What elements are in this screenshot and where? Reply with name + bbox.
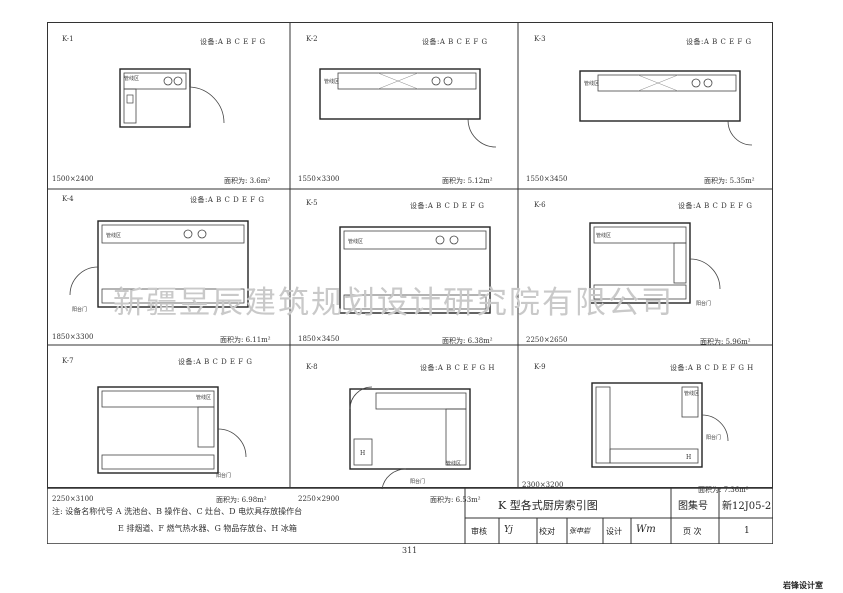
cell-k9-dimension: 2300×3200 [522,481,564,489]
cell-k3-area: 面积为: 5.35m² [704,177,755,185]
k2-pipe-tag: 管线区 [324,78,339,85]
review-label: 审核 [471,527,487,536]
cell-k6-area: 面积为: 5.96m² [700,338,751,346]
k1-pipe-tag: 管线区 [124,75,139,82]
drawing-sheet: K-1 设备:A B C E F G 1500×2400 面积为: 3.6m² … [47,22,773,504]
floor-plan-k9: H 管线区 阳台门 [591,382,729,468]
atlas-number: 新12J05-2 [722,501,772,512]
drawing-title: K 型各式厨房索引图 [498,499,598,512]
k8-balcony-door: 阳台门 [410,478,425,485]
cell-k2-label: K-2 [306,35,318,43]
cell-k6-equipment: 设备:A B C D E F G [678,202,753,210]
cell-k6-label: K-6 [534,201,546,209]
cell-k3-label: K-3 [534,35,546,43]
cell-k1-area: 面积为: 3.6m² [224,177,271,185]
k9-fridge: H [686,454,691,461]
review-signature: Yj [504,525,513,535]
k7-pipe-tag: 管线区 [196,394,211,401]
floor-plan-k4: 管线区 阳台门 [69,220,249,313]
title-block-frame [47,488,773,544]
cell-k8-equipment: 设备:A B C E F G H [420,364,495,372]
sheet-page-number: 311 [402,546,418,555]
k3-pipe-tag: 管线区 [584,80,599,87]
notes-line-1: 注: 设备名称代号 A 洗池台、B 操作台、C 灶台、D 电炊具存放操作台 [52,507,303,516]
notes-line-2: E 排烟道、F 燃气热水器、G 物品存放台、H 冰箱 [118,524,297,533]
design-label: 设计 [606,527,622,536]
cell-k5-equipment: 设备:A B C D E F G [410,202,485,210]
k9-balcony-door: 阳台门 [706,434,721,441]
cell-k1-dimension: 1500×2400 [52,175,94,183]
k9-pipe-tag: 管线区 [684,390,699,397]
cell-k4-dimension: 1850×3300 [52,333,94,341]
cell-k1-equipment: 设备:A B C E F G [200,38,266,46]
cell-k8-label: K-8 [306,363,318,371]
cell-k7-equipment: 设备:A B C D E F G [178,358,253,366]
cell-k7-dimension: 2250×3100 [52,495,94,503]
cell-k7-label: K-7 [62,357,74,365]
cell-k3-equipment: 设备:A B C E F G [686,38,752,46]
cell-k3-dimension: 1550×3450 [526,175,568,183]
floor-plan-k3: 管线区 [579,70,753,146]
cell-k4-label: K-4 [62,195,74,203]
cell-k9-label: K-9 [534,363,546,371]
k4-pipe-tag: 管线区 [106,232,121,239]
k5-pipe-tag: 管线区 [348,238,363,245]
cell-k8-dimension: 2250×2900 [298,495,340,503]
floor-plan-k7: 管线区 阳台门 [97,386,247,479]
sheet-grid [48,23,772,487]
floor-plan-k5: 管线区 [339,226,491,314]
check-signature: 张申岩 [569,527,590,535]
cell-k5-label: K-5 [306,199,318,207]
design-signature: Wm [636,524,656,535]
page-label: 页 次 [683,527,702,536]
cell-k6-dimension: 2250×2650 [526,336,568,344]
k4-balcony-door: 阳台门 [72,306,87,313]
cell-k2-equipment: 设备:A B C E F G [422,38,488,46]
cell-k7-area: 面积为: 6.98m² [216,496,267,504]
cell-k9-area: 面积为: 7.36m² [698,486,749,494]
cell-k4-area: 面积为: 6.11m² [220,336,271,344]
page-value: 1 [744,526,750,536]
k6-pipe-tag: 管线区 [596,232,611,239]
cell-k2-dimension: 1550×3300 [298,175,340,183]
k8-pipe-tag: 管线区 [446,460,461,467]
k7-balcony-door: 阳台门 [216,472,231,479]
floor-plan-k6: 管线区 阳台门 [589,222,721,307]
cell-k5-dimension: 1850×3450 [298,335,340,343]
floor-plan-k1: 管线区 [119,68,225,128]
cell-k2-area: 面积为: 5.12m² [442,177,493,185]
cell-k8-area: 面积为: 6.53m² [430,496,481,504]
k6-balcony-door: 阳台门 [696,300,711,307]
k8-fridge: H [360,450,365,457]
cell-k5-area: 面积为: 6.38m² [442,337,493,345]
check-label: 校对 [539,527,555,536]
cell-k1-label: K-1 [62,35,74,43]
cell-k4-equipment: 设备:A B C D E F G [190,196,265,204]
studio-name: 岩锋设计室 [783,581,823,590]
floor-plan-k2: 管线区 [319,68,497,148]
atlas-label: 图集号 [678,501,708,512]
cell-k9-equipment: 设备:A B C D E F G H [670,364,754,372]
floor-plan-k8: H 管线区 阳台门 [349,386,471,490]
